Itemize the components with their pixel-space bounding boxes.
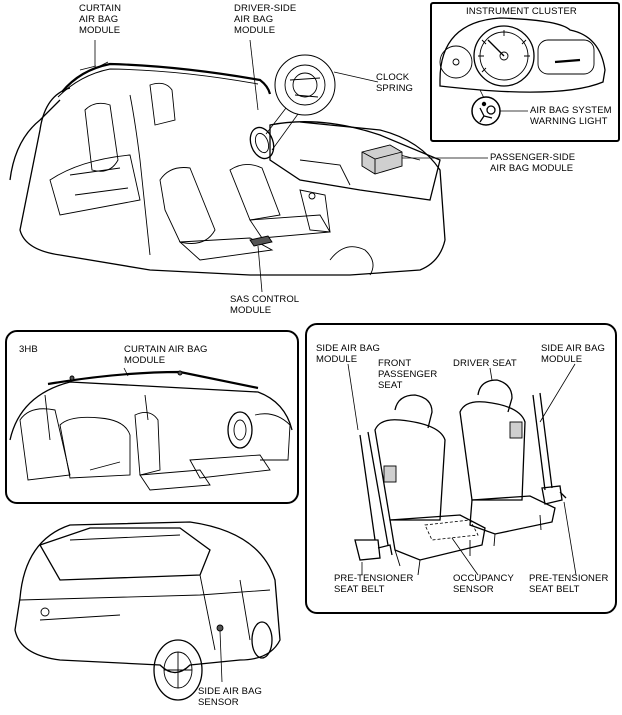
3hb-tag: 3HB bbox=[19, 344, 38, 355]
3hb-interior-panel bbox=[5, 330, 299, 504]
side-airbag-module-left-label: SIDE AIR BAG MODULE bbox=[316, 343, 381, 365]
instrument-cluster-panel bbox=[430, 2, 620, 142]
curtain-airbag-module-label: CURTAIN AIR BAG MODULE bbox=[79, 3, 122, 36]
sas-control-module-label: SAS CONTROL MODULE bbox=[230, 294, 300, 316]
3hb-interior-drawing bbox=[9, 367, 293, 491]
clock-spring-label: CLOCK SPRING bbox=[376, 72, 414, 94]
front-passenger-seat-label: FRONT PASSENGER SEAT bbox=[378, 358, 438, 391]
instrument-cluster-label: INSTRUMENT CLUSTER bbox=[466, 6, 577, 17]
pretensioner-seat-belt-right-label: PRE-TENSIONER SEAT BELT bbox=[529, 573, 609, 595]
side-airbag-module-right-label: SIDE AIR BAG MODULE bbox=[541, 343, 606, 365]
pretensioner-seat-belt-left-label: PRE-TENSIONER SEAT BELT bbox=[334, 573, 414, 595]
driver-seat-label: DRIVER SEAT bbox=[453, 358, 517, 369]
airbag-warning-icon bbox=[472, 97, 500, 125]
occupancy-sensor-label: OCCUPANCY SENSOR bbox=[453, 573, 514, 595]
car-exterior-drawing bbox=[14, 521, 281, 701]
passenger-side-airbag-module-label: PASSENGER-SIDE AIR BAG MODULE bbox=[490, 152, 576, 174]
side-airbag-sensor-label: SIDE AIR BAG SENSOR bbox=[198, 686, 263, 708]
seats-panel bbox=[305, 323, 617, 614]
driver-side-airbag-module-label: DRIVER-SIDE AIR BAG MODULE bbox=[234, 3, 297, 36]
airbag-warning-light-label: AIR BAG SYSTEM WARNING LIGHT bbox=[530, 105, 612, 127]
instrument-cluster-drawing bbox=[439, 17, 606, 126]
curtain-airbag-module-3hb-label: CURTAIN AIR BAG MODULE bbox=[124, 344, 208, 366]
seats-drawing bbox=[347, 363, 577, 576]
interior-cutaway bbox=[9, 39, 488, 293]
